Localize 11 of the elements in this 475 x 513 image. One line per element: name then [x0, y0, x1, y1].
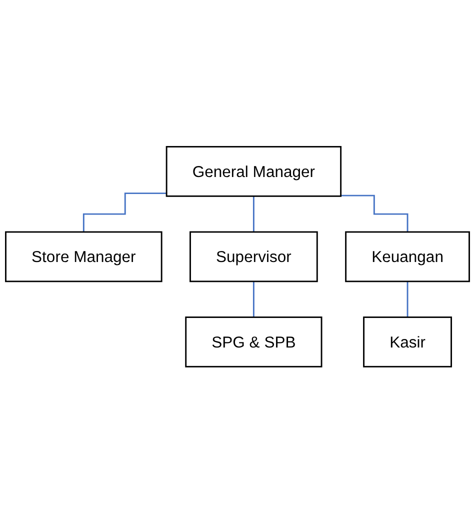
node-box: Supervisor [190, 231, 318, 282]
node-box: SPG & SPB [185, 316, 322, 368]
node-box: Keuangan [345, 231, 470, 282]
connector [252, 195, 254, 232]
node-box: General Manager [166, 146, 342, 197]
connector [252, 280, 254, 318]
connector [82, 192, 167, 232]
node-box: Kasir [363, 316, 452, 368]
node-box: Store Manager [5, 231, 162, 282]
connector [406, 280, 408, 318]
connector [340, 194, 408, 232]
